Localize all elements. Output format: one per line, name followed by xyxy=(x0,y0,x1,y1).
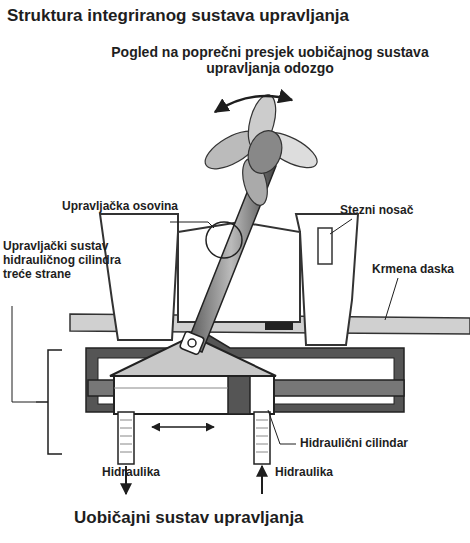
port-label: Hidraulika xyxy=(275,466,365,480)
part-label: Hidraulični cilindar xyxy=(300,437,450,451)
leader-line xyxy=(268,410,296,444)
subtitle: Pogled na poprečni presjek uobičajnog su… xyxy=(110,44,430,76)
clamp-bracket xyxy=(296,214,358,345)
leader-line xyxy=(12,306,36,402)
piston xyxy=(228,376,250,414)
pivot-circle xyxy=(206,222,242,258)
propeller xyxy=(200,92,323,208)
leader-line xyxy=(330,219,352,234)
hydraulic-arrow xyxy=(261,466,263,494)
hydraulic-fitting xyxy=(118,412,270,464)
part-label: Stezni nosač xyxy=(340,204,465,218)
rotation-arrow xyxy=(215,96,292,112)
group-bracket xyxy=(36,350,62,454)
movement-arrow xyxy=(152,426,214,428)
bracket-detail xyxy=(318,228,332,264)
clamp-bracket xyxy=(100,214,178,340)
steering-arm xyxy=(110,336,276,376)
caption: Uobičajni sustav upravljanja xyxy=(74,508,464,528)
group-label: Upravljački sustav hidrauličnog cilindra… xyxy=(3,240,125,281)
part-label: Krmena daska xyxy=(372,263,467,277)
part-label: Upravljačka osovina xyxy=(60,200,180,214)
leader-line xyxy=(385,278,398,320)
title: Struktura integriranog sustava upravljan… xyxy=(7,6,467,26)
cylinder-body xyxy=(114,376,274,414)
port-label: Hidraulika xyxy=(102,466,192,480)
stopper xyxy=(265,322,293,330)
leader-line xyxy=(170,222,214,228)
